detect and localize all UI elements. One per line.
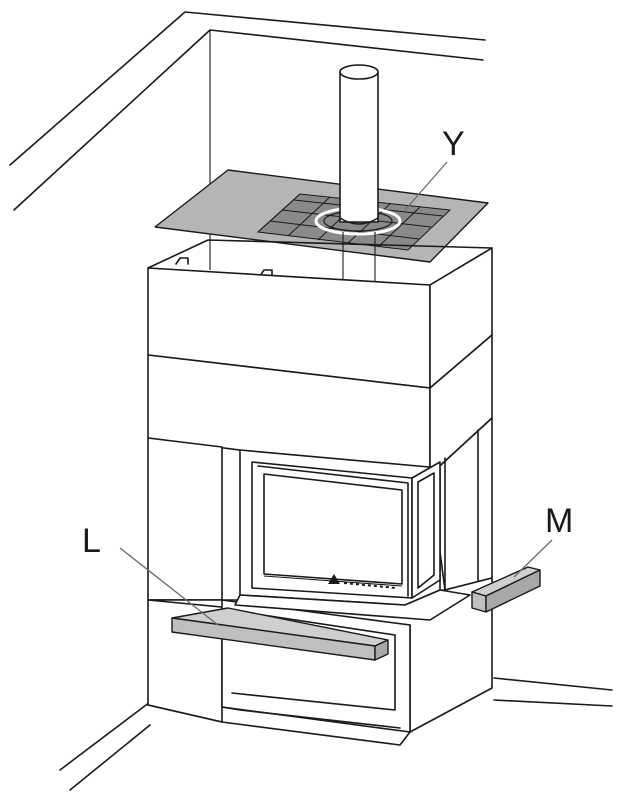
chimney-pipe [339,64,379,292]
upper-cladding [147,239,493,476]
fireplace-insert [234,449,471,621]
part-l-end [374,639,389,661]
pipe-body [339,71,379,223]
draft-control-icon [328,574,340,584]
insert-glass-side [417,472,435,589]
label-y: Y [442,125,465,163]
insert-glass-front [263,473,403,585]
part-m-front [471,591,487,613]
left-pillar [147,437,223,601]
label-m: M [545,502,573,540]
hearth-top [234,589,471,621]
part-l [171,607,389,661]
callout-line-l [119,547,219,626]
room-walls [9,11,613,791]
part-m [471,566,541,613]
top-plate-y [154,169,489,263]
callout-lines [119,161,553,626]
callout-line-m [513,539,553,578]
pipe-top [339,64,379,80]
callout-line-y [404,161,448,211]
label-l: L [82,522,101,560]
part-m-side [485,569,541,613]
